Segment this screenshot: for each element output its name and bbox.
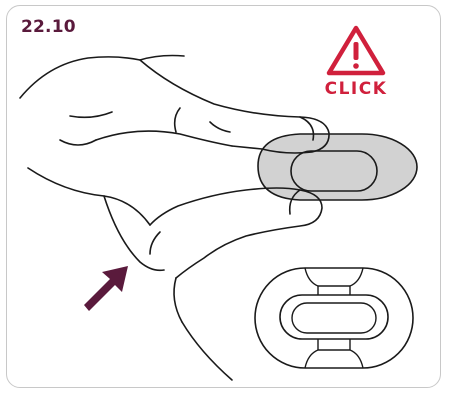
sensor-device-bottom (255, 268, 413, 368)
sensor-device-top (258, 134, 417, 200)
click-label: CLICK (318, 79, 394, 99)
warning-triangle-icon (329, 28, 383, 73)
push-arrow-icon (84, 266, 128, 311)
